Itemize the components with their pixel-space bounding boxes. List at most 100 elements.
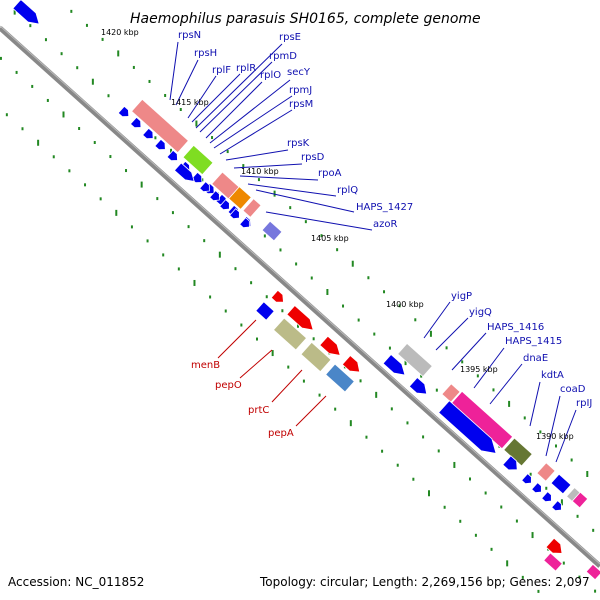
gene-arrow-red-shape — [286, 304, 314, 331]
gene-arrow-shape — [502, 455, 518, 471]
gene-arrow-small-shape — [129, 116, 142, 129]
gene-label-rplF: rplF — [212, 65, 231, 76]
gene-arrow-red-shape — [545, 537, 563, 554]
gene-arrow-shape — [408, 376, 428, 395]
gene-block-olive — [272, 317, 308, 351]
gene-arrow-red-shape — [270, 289, 284, 303]
gene-arrow — [408, 376, 428, 395]
gene-block-magenta-shape — [543, 552, 563, 572]
gene-block-olive-shape — [300, 341, 332, 373]
label-leader-line — [209, 79, 291, 144]
gene-block-purple — [261, 220, 283, 242]
gene-arrow-small — [531, 482, 542, 494]
gene-label-rpsM: rpsM — [289, 99, 313, 110]
feature-tracks — [12, 0, 600, 581]
gene-block-salmon — [536, 462, 556, 482]
gene-arrow-red — [270, 289, 284, 303]
gene-block-green-shape — [182, 144, 214, 176]
gene-block-orange — [228, 186, 252, 210]
accession-text: Accession: NC_011852 — [8, 575, 144, 589]
kbp-label-1415: 1415 kbp — [171, 98, 209, 107]
label-leader-line — [205, 81, 263, 139]
gene-block-magenta — [543, 552, 563, 572]
gene-block-magenta — [585, 563, 600, 581]
gene-arrow-red-shape — [341, 354, 361, 373]
gene-arrow-shape — [438, 400, 497, 454]
gene-label-rpIJ: rpIJ — [576, 398, 592, 409]
gene-label-rplQ: rplQ — [337, 185, 358, 196]
gene-block-green — [182, 144, 214, 176]
label-leader-line — [219, 109, 293, 155]
gene-label-rpsD: rpsD — [301, 152, 325, 163]
gene-arrow-small — [551, 500, 562, 512]
gene-label-coaD: coaD — [560, 384, 586, 395]
gene-block-steel-shape — [325, 363, 355, 393]
label-leader-line — [545, 395, 561, 457]
gene-arrow-red-shape — [319, 335, 341, 356]
gene-block-salmon-shape — [536, 462, 556, 482]
gene-label-azoR: azoR — [373, 219, 397, 230]
gene-label-pepA: pepA — [268, 428, 294, 439]
kbp-label-1390: 1390 kbp — [536, 432, 574, 441]
gene-label-HAPS-1415: HAPS_1415 — [505, 336, 562, 347]
gene-arrow-red — [341, 354, 361, 373]
gene-arrow-red — [319, 335, 341, 356]
label-leader-line — [239, 349, 273, 379]
label-leader-line — [213, 95, 293, 149]
gene-arrow-shape — [382, 353, 406, 376]
gene-block-blue-shape — [550, 473, 572, 495]
gene-arrow-shape — [12, 0, 40, 25]
gene-block-orange-shape — [228, 186, 252, 210]
gene-arrow-small — [541, 491, 552, 503]
label-leader-line — [435, 317, 469, 351]
kbp-label-1410: 1410 kbp — [241, 167, 279, 176]
gene-block-blue-shape — [255, 301, 275, 321]
gene-label-pepO: pepO — [215, 380, 242, 391]
label-leader-line — [555, 409, 577, 463]
gene-arrow-small-shape — [531, 482, 542, 494]
label-leader-line — [451, 332, 487, 371]
gene-label-rpsH: rpsH — [194, 48, 217, 59]
gene-label-rpsK: rpsK — [287, 138, 310, 149]
gene-block-salmon-shape — [441, 383, 461, 403]
gene-block-purple-shape — [261, 220, 283, 242]
gene-label-kdtA: kdtA — [541, 370, 564, 381]
gene-arrow-shape — [173, 162, 195, 182]
label-leader-line — [233, 163, 303, 169]
gene-arrow-small — [166, 149, 178, 162]
gene-block-blue — [550, 473, 572, 495]
kbp-label-1405: 1405 kbp — [311, 234, 349, 243]
gene-arrow-small-shape — [199, 181, 210, 193]
gene-arrow-small-shape — [551, 500, 562, 512]
gene-block-salmon — [242, 198, 262, 218]
gene-arrow-red — [545, 537, 563, 554]
gene-label-rpmD: rpmD — [269, 51, 297, 62]
label-leader-line — [529, 381, 541, 427]
kbp-label-1420: 1420 kbp — [101, 28, 139, 37]
label-leader-line — [217, 319, 257, 359]
label-leader-line — [187, 75, 217, 119]
kbp-label-1395: 1395 kbp — [460, 365, 498, 374]
gene-arrow-small-shape — [209, 190, 220, 202]
gene-label-rpmJ: rpmJ — [289, 85, 312, 96]
gene-block-magenta-shape — [571, 491, 589, 509]
gene-arrow-small — [521, 473, 532, 485]
gene-block-steel — [325, 363, 355, 393]
gene-arrow-small — [154, 138, 166, 151]
gene-block-grey — [397, 342, 433, 378]
gene-label-secY: secY — [287, 67, 311, 78]
gene-arrow — [12, 0, 40, 25]
label-leader-line — [423, 301, 451, 339]
gene-arrow-small-shape — [117, 105, 130, 118]
gene-label-prtC: prtC — [248, 405, 269, 416]
gene-arrow-small — [229, 208, 240, 220]
gene-arrow-red — [286, 304, 314, 331]
gene-arrow-small-shape — [229, 208, 240, 220]
kbp-label-1400: 1400 kbp — [386, 300, 424, 309]
gene-arrow-small-shape — [154, 138, 166, 151]
label-leader-line — [239, 175, 319, 181]
gene-label-yigQ: yigQ — [469, 307, 492, 318]
gene-arrow-small — [239, 217, 250, 229]
gene-block-grey-shape — [397, 342, 433, 378]
label-leader-line — [265, 211, 373, 231]
